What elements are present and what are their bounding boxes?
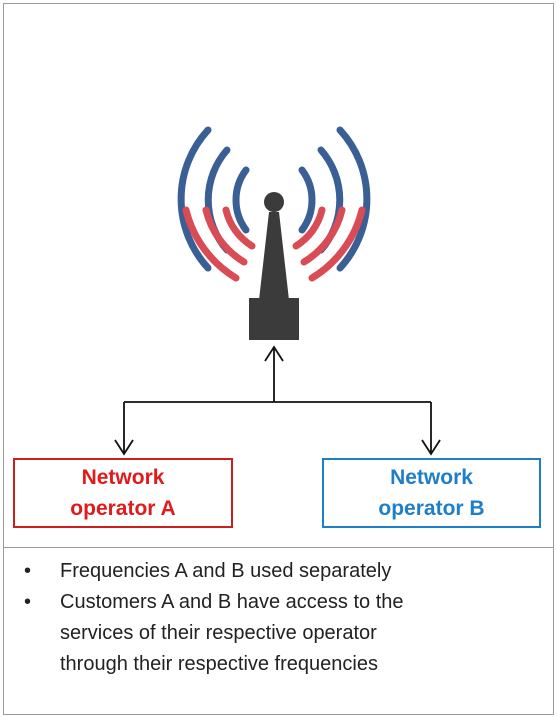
operator-a-label: Network operator A — [70, 462, 175, 524]
notes-list: • Frequencies A and B used separately • Cu… — [24, 556, 554, 680]
arrow-up-icon — [264, 345, 284, 362]
radio-waves-left — [177, 126, 256, 282]
bullet-icon: • — [24, 591, 32, 613]
diagram-frame — [3, 3, 554, 715]
operator-b-label-line1: Network — [390, 466, 473, 489]
network-operator-a-box: Network operator A — [13, 458, 233, 528]
note-item: • Customers A and B have access to the — [24, 587, 554, 618]
section-divider — [3, 547, 554, 548]
arrow-down-icon — [114, 439, 134, 456]
radio-wave-icon — [292, 206, 326, 250]
radio-wave-icon — [298, 166, 316, 234]
radio-wave-icon — [300, 206, 346, 266]
operator-b-label-line2: operator B — [378, 497, 485, 520]
operator-b-label: Network operator B — [378, 462, 484, 524]
radio-wave-icon — [336, 126, 371, 272]
radio-wave-icon — [232, 166, 250, 234]
operator-a-label-line1: Network — [81, 466, 165, 489]
radio-wave-icon — [308, 206, 366, 282]
connector-lines — [123, 347, 432, 454]
note-text: services of their respective operator — [60, 622, 377, 644]
note-item: • Frequencies A and B used separately — [24, 556, 554, 587]
note-text: through their respective frequencies — [60, 653, 378, 675]
radio-wave-icon — [177, 126, 212, 272]
operator-a-label-line2: operator A — [70, 497, 176, 520]
radio-wave-icon — [222, 206, 256, 250]
antenna-tower-icon — [249, 192, 299, 340]
radio-wave-icon — [202, 206, 248, 266]
note-item-continuation: services of their respective operator — [24, 618, 554, 649]
bullet-icon: • — [24, 560, 32, 582]
note-text: Customers A and B have access to the — [60, 591, 404, 613]
radio-wave-icon — [182, 206, 240, 282]
radio-waves-right — [292, 126, 371, 282]
note-item-continuation: through their respective frequencies — [24, 649, 554, 680]
arrow-down-icon — [421, 439, 441, 456]
note-text: Frequencies A and B used separately — [60, 560, 392, 582]
network-operator-b-box: Network operator B — [322, 458, 541, 528]
